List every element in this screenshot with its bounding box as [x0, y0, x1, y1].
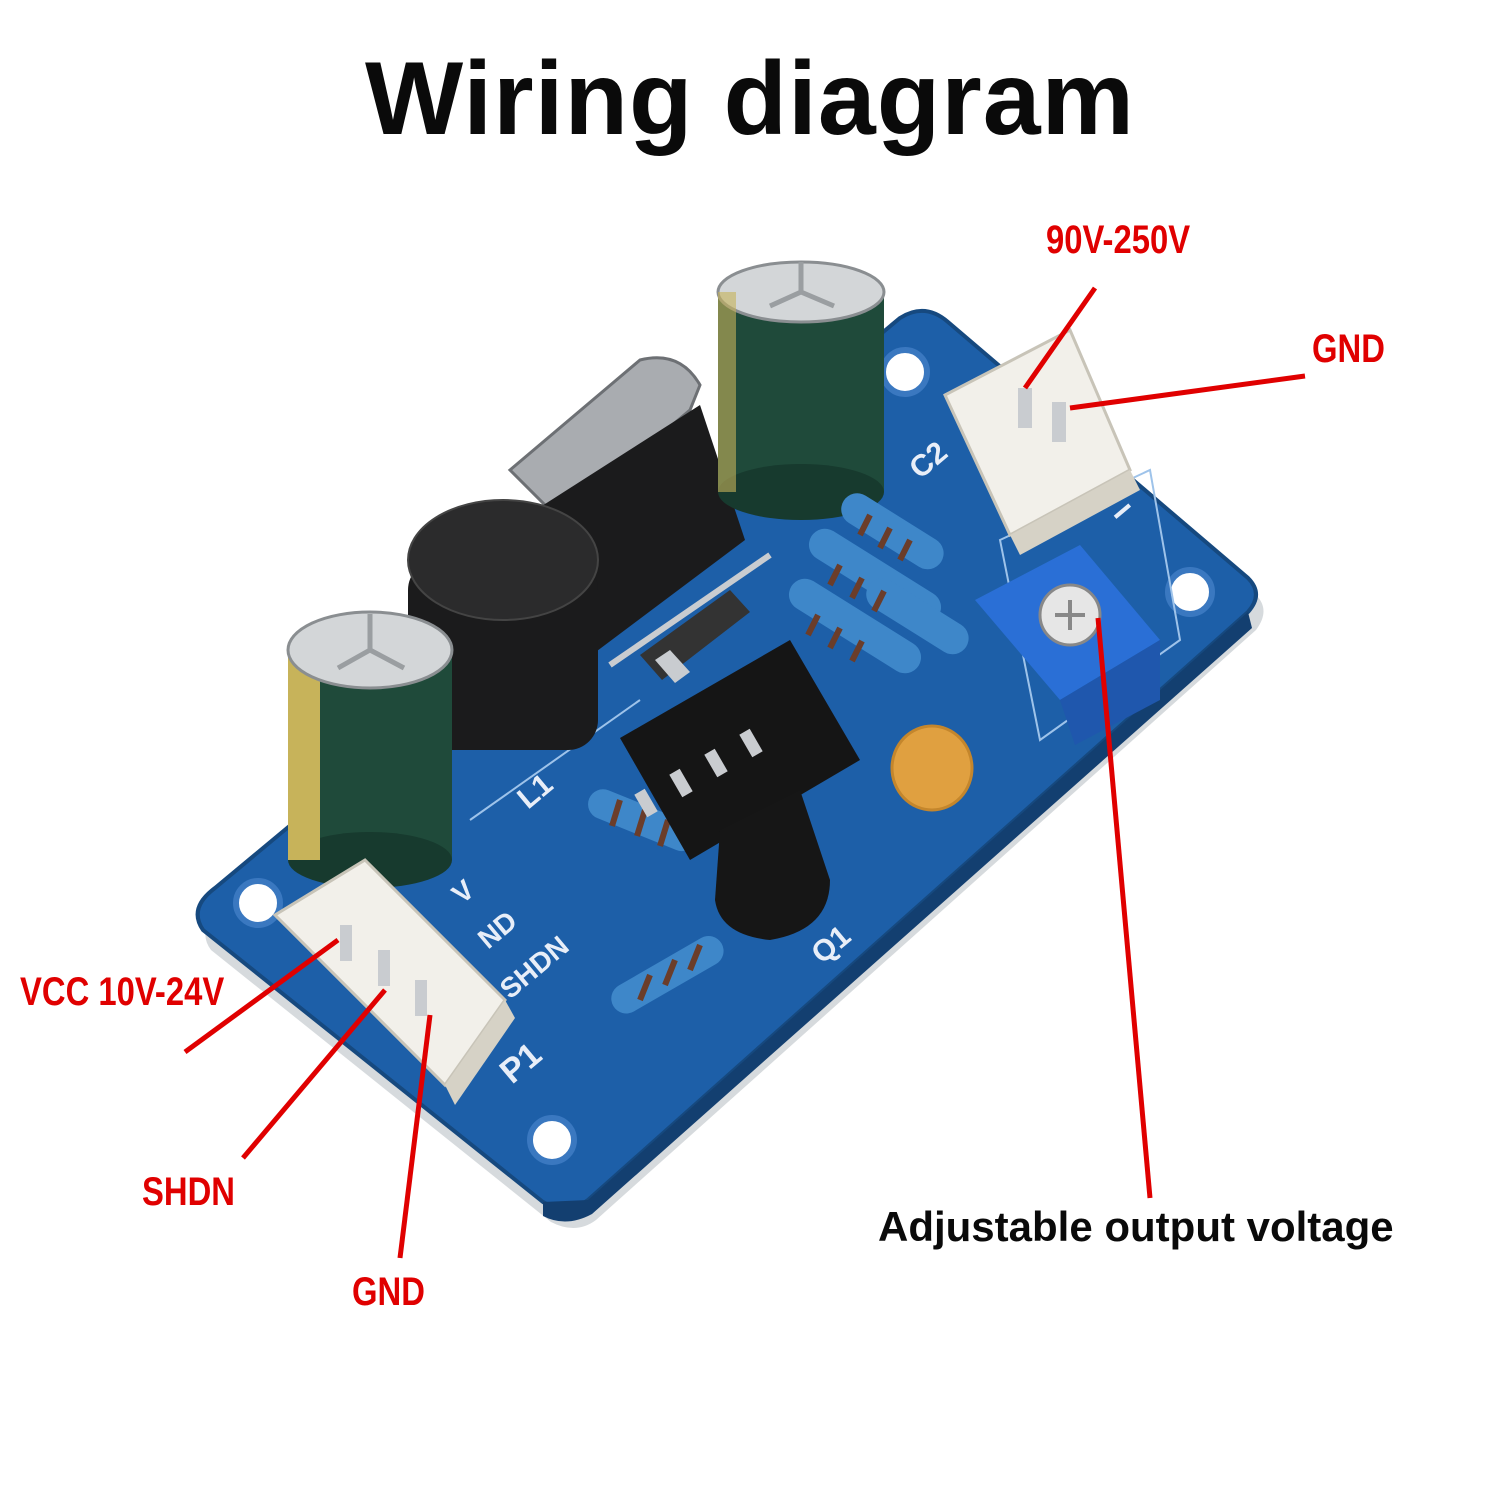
mount-hole-icon	[233, 878, 283, 928]
ceramic-capacitor	[890, 724, 974, 812]
leader-lines	[183, 286, 1306, 1259]
mount-hole-icon	[1165, 567, 1215, 617]
connector-input	[272, 858, 515, 1105]
resistor	[588, 789, 724, 1014]
transistor-q1	[715, 790, 830, 940]
resistor-array	[788, 493, 969, 674]
leader-vcc	[183, 937, 340, 1055]
connector-output	[943, 327, 1140, 555]
capacitor-c2	[716, 260, 886, 520]
label-gnd-output: GND	[1312, 327, 1385, 371]
leader-gnd-left	[397, 1014, 433, 1259]
leader-shdn	[241, 988, 387, 1160]
leader-hv	[1022, 286, 1098, 390]
diode	[608, 552, 772, 683]
label-gnd-input: GND	[352, 1270, 425, 1314]
mount-hole-icon	[880, 347, 930, 397]
label-input-voltage: 90V-250V	[1046, 218, 1191, 262]
label-vcc: VCC 10V-24V	[20, 970, 225, 1014]
trimmer-potentiometer	[975, 545, 1160, 745]
inductor-l1	[407, 499, 599, 750]
mount-hole-icon	[527, 1115, 577, 1165]
leader-adjustable	[1095, 617, 1153, 1199]
leader-gnd-right	[1069, 373, 1306, 411]
diagram-title: Wiring diagram	[364, 41, 1136, 157]
ic-chip	[620, 640, 860, 860]
capacitor-input	[286, 610, 454, 888]
label-adjustable-output: Adjustable output voltage	[878, 1203, 1394, 1250]
label-shdn: SHDN	[142, 1170, 235, 1214]
